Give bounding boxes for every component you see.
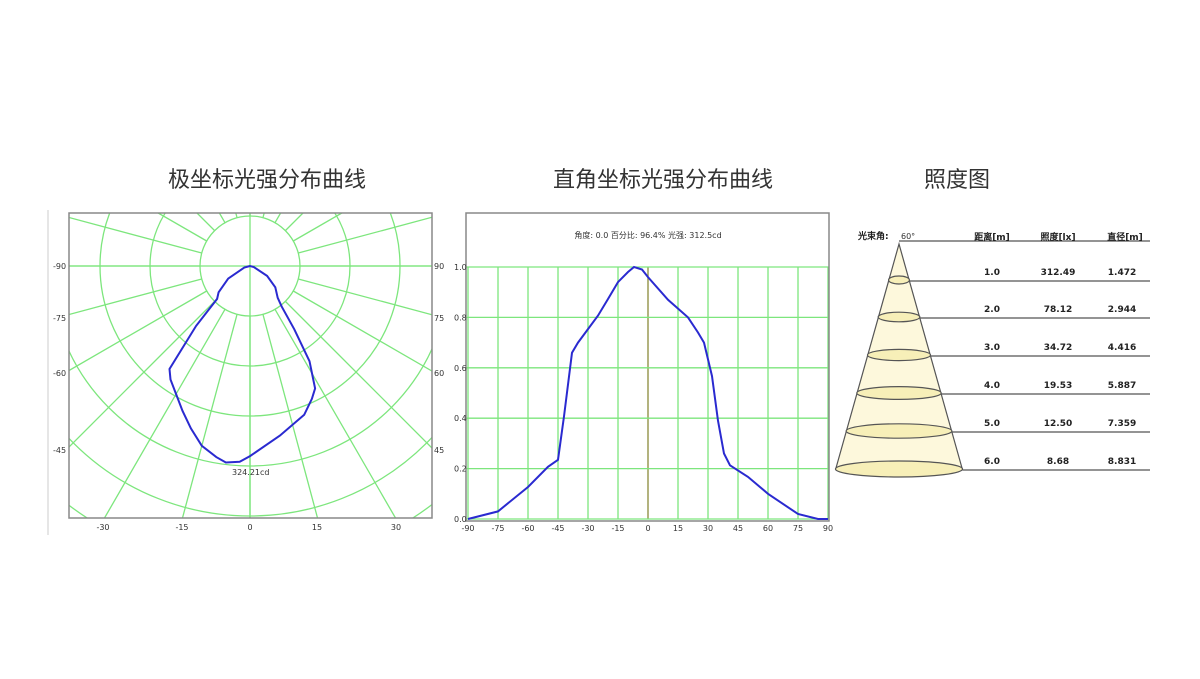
table-cell: 8.68: [1047, 457, 1069, 467]
table-cell: 8.831: [1108, 457, 1136, 467]
cartesian-y-tick: 0.4: [454, 414, 467, 423]
table-header: 照度[lx]: [1040, 231, 1075, 243]
table-header: 距离[m]: [974, 231, 1010, 243]
beam-ellipse: [856, 386, 942, 401]
polar-ray: [274, 308, 397, 518]
polar-left-tick: -75: [53, 314, 66, 323]
beam-ellipse: [866, 348, 932, 362]
cartesian-y-tick: 0.6: [454, 364, 467, 373]
cartesian-x-tick: 15: [673, 524, 683, 533]
polar-ray: [69, 290, 208, 372]
polar-left-tick: -60: [53, 369, 66, 378]
beam-ellipse: [834, 460, 964, 478]
polar-bottom-tick: 15: [312, 523, 322, 532]
polar-ray: [292, 290, 432, 372]
table-cell: 1.472: [1108, 268, 1136, 278]
table-cell: 4.416: [1108, 343, 1136, 353]
beam-angle-label: 光束角:: [857, 230, 889, 242]
polar-ray: [103, 308, 226, 518]
polar-left-tick: -90: [53, 262, 66, 271]
polar-right-tick: 90: [434, 262, 444, 271]
polar-ray: [284, 300, 432, 449]
polar-ray: [262, 213, 265, 218]
cartesian-y-tick: 0.0: [454, 515, 467, 524]
table-cell: 7.359: [1108, 419, 1136, 429]
polar-bottom-tick: -30: [96, 523, 109, 532]
table-cell: 3.0: [984, 343, 1000, 353]
table-cell: 34.72: [1044, 343, 1072, 353]
polar-ray: [274, 213, 282, 224]
cartesian-x-tick: -15: [611, 524, 624, 533]
cartesian-x-tick: -90: [461, 524, 474, 533]
polar-peak-label: 324.21cd: [232, 468, 269, 477]
table-cell: 78.12: [1044, 305, 1072, 315]
polar-ray: [218, 213, 226, 224]
polar-bottom-tick: 0: [247, 523, 252, 532]
polar-right-tick: 60: [434, 369, 444, 378]
beam-ellipse: [845, 423, 953, 439]
polar-ray: [262, 314, 319, 518]
table-header: 直径[m]: [1107, 231, 1143, 243]
polar-ray: [292, 213, 343, 242]
polar-ray: [298, 278, 432, 316]
polar-ray: [196, 213, 216, 232]
cartesian-frame: [465, 212, 830, 522]
table-cell: 312.49: [1041, 268, 1076, 278]
table-cell: 12.50: [1044, 419, 1072, 429]
polar-ray: [284, 213, 304, 232]
cartesian-x-tick: 60: [763, 524, 773, 533]
table-cell: 5.0: [984, 419, 1000, 429]
polar-ray: [235, 213, 238, 218]
polar-ray: [69, 300, 216, 448]
cartesian-x-tick: 45: [733, 524, 743, 533]
beam-ellipse: [887, 275, 911, 285]
beam-angle-value: 60°: [901, 232, 915, 241]
cartesian-x-tick: 30: [703, 524, 713, 533]
cartesian-curve: [467, 265, 828, 520]
cartesian-x-tick: -30: [581, 524, 594, 533]
polar-bottom-tick: -15: [175, 523, 188, 532]
polar-ray: [157, 213, 208, 242]
beam-ellipse: [877, 311, 921, 323]
polar-frame: [68, 212, 433, 519]
illuminance-chart-title: 照度图: [924, 168, 991, 193]
polar-left-tick: -45: [53, 446, 66, 455]
cartesian-x-tick: 0: [645, 524, 650, 533]
cartesian-y-tick: 0.2: [454, 465, 467, 474]
table-cell: 19.53: [1044, 381, 1072, 391]
polar-ray: [69, 278, 202, 316]
table-cell: 2.944: [1108, 305, 1136, 315]
table-cell: 1.0: [984, 268, 1000, 278]
cartesian-info: 角度: 0.0 百分比: 96.4% 光强: 312.5cd: [574, 230, 721, 240]
table-cell: 5.887: [1108, 381, 1136, 391]
cartesian-x-tick: -75: [491, 524, 504, 533]
cartesian-x-tick: 75: [793, 524, 803, 533]
cartesian-x-tick: -45: [551, 524, 564, 533]
table-cell: 4.0: [984, 381, 1000, 391]
table-cell: 2.0: [984, 305, 1000, 315]
polar-grid: [69, 213, 432, 518]
cartesian-y-tick: 0.8: [454, 313, 467, 322]
cartesian-y-tick: 1.0: [454, 263, 467, 272]
polar-ray: [181, 314, 238, 518]
polar-right-tick: 75: [434, 314, 444, 323]
polar-chart-title: 极坐标光强分布曲线: [168, 168, 367, 193]
polar-bottom-tick: 30: [391, 523, 401, 532]
polar-right-tick: 45: [434, 446, 444, 455]
polar-ray: [69, 216, 202, 254]
cartesian-x-tick: -60: [521, 524, 534, 533]
table-cell: 6.0: [984, 457, 1000, 467]
polar-curve: [168, 264, 317, 464]
cartesian-chart-title: 直角坐标光强分布曲线: [553, 168, 774, 193]
polar-ray: [298, 216, 432, 254]
cartesian-x-tick: 90: [823, 524, 833, 533]
